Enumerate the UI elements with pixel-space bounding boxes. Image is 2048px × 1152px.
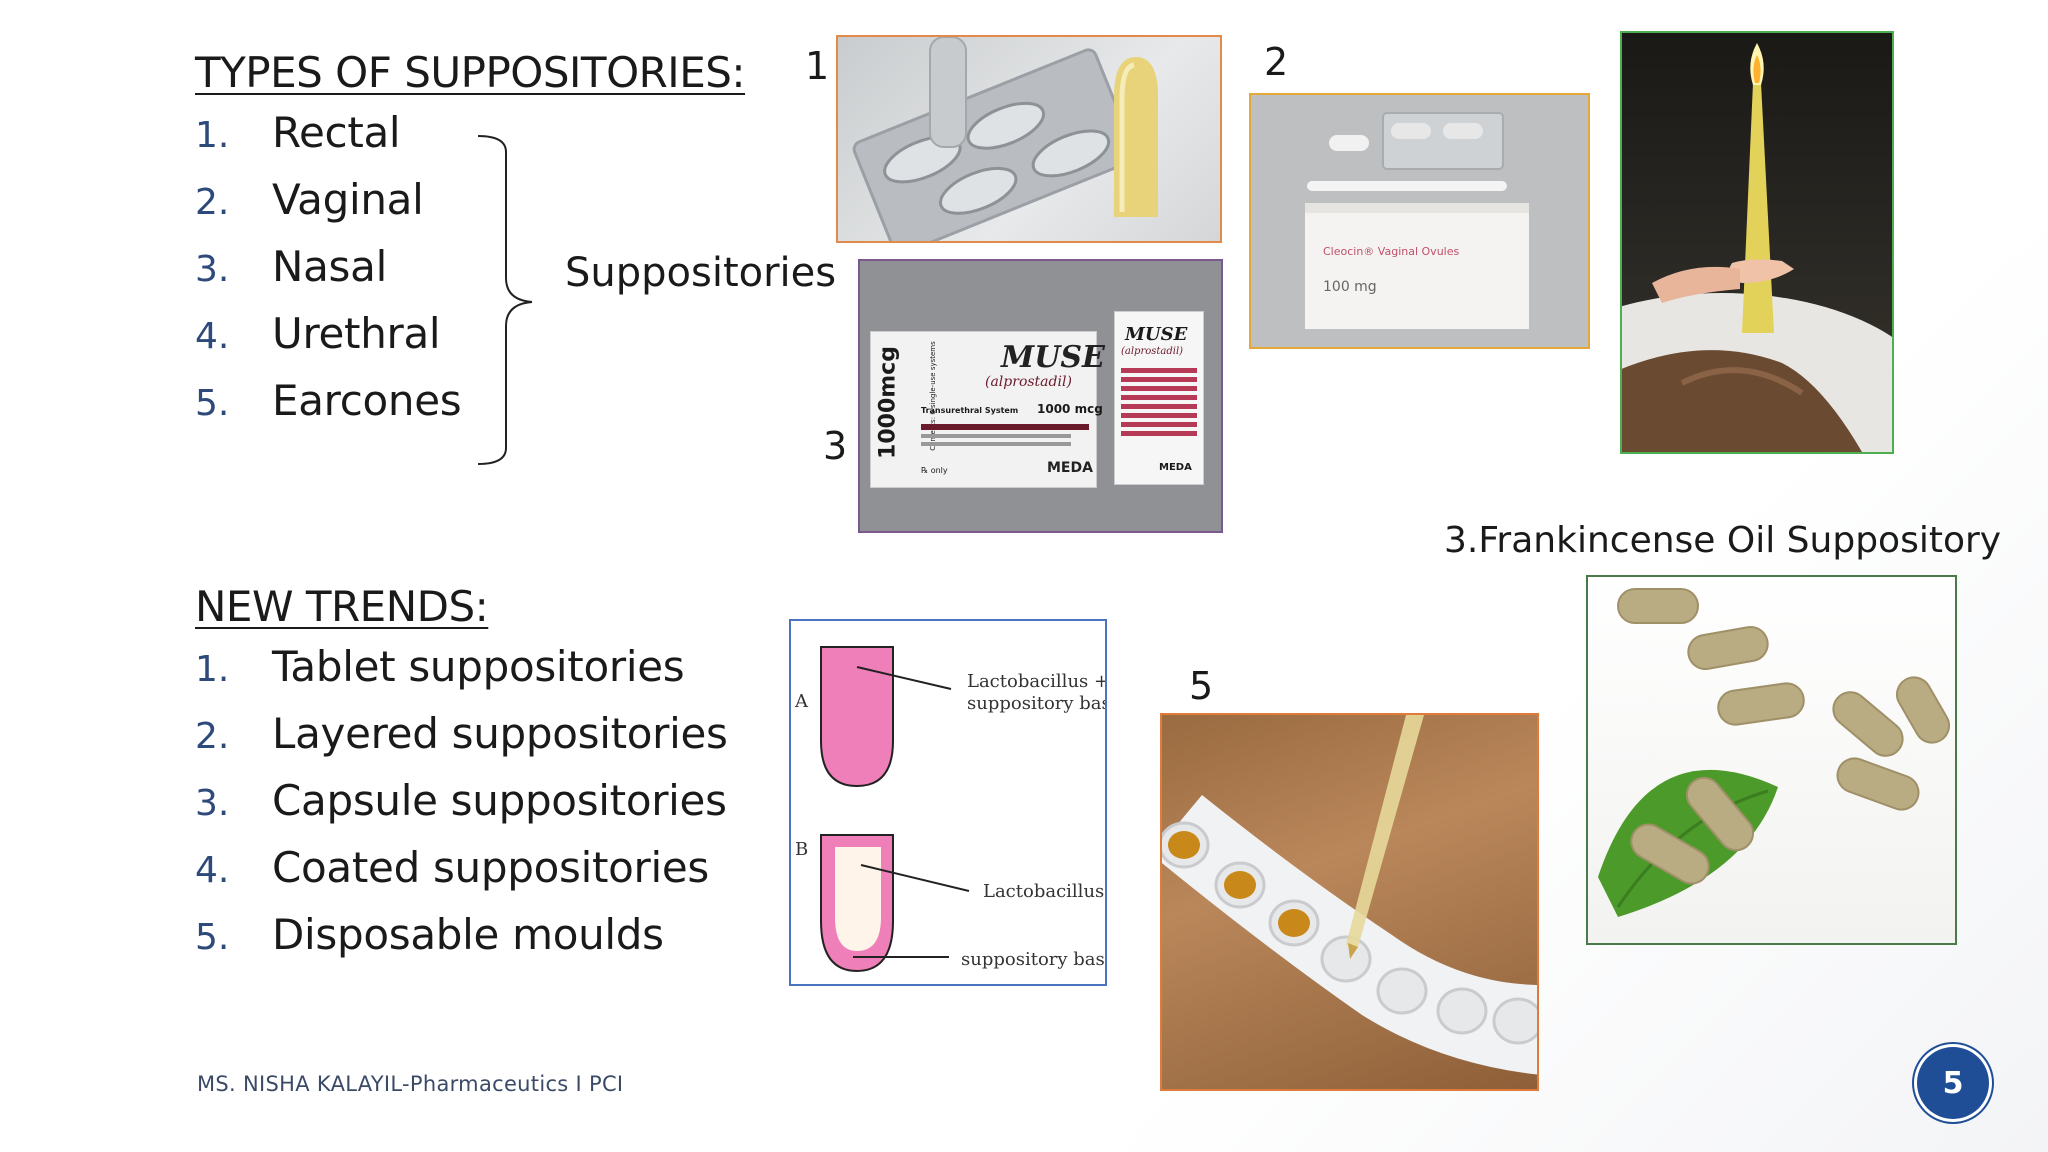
muse-box: 1000mcg Contents: 6 single-use systems M… [870,331,1105,488]
muse-pouch: MUSE (alprostadil) MEDA [1114,311,1204,485]
urethral-suppository-photo: 1000mcg Contents: 6 single-use systems M… [858,259,1223,533]
footer-author: MS. NISHA KALAYIL-Pharmaceutics I PCI [197,1072,624,1096]
frankincense-capsules-photo [1586,575,1957,945]
muse-maker: MEDA [1047,460,1093,476]
rectal-suppository-photo [836,35,1222,243]
image-2-number: 2 [1264,40,1289,84]
list-item: 3.Nasal [195,242,387,291]
diagram-label-b: B [795,839,808,860]
layered-suppository-diagram: A B Lactobacillus + suppository base Lac… [789,619,1107,986]
diagram-text-a1: Lactobacillus + [967,671,1105,692]
trends-list: 1.Tablet suppositories 2.Layered supposi… [195,642,728,977]
muse-generic: (alprostadil) [985,374,1072,390]
list-item: 3.Capsule suppositories [195,776,727,825]
list-item: 1.Rectal [195,108,401,157]
disposable-moulds-photo [1160,713,1539,1091]
ovule-dose-text: 100 mg [1323,279,1377,295]
list-item: 4.Coated suppositories [195,843,709,892]
page-number-badge: 5 [1917,1047,1989,1119]
list-item: 5.Disposable moulds [195,910,664,959]
muse-system: Transurethral System [921,406,1019,415]
list-item: 5.Earcones [195,376,462,425]
curly-brace [477,135,533,465]
image-3-number: 3 [823,424,848,468]
diagram-text-a2: suppository base [967,693,1105,714]
list-item: 2.Vaginal [195,175,424,224]
muse-big-dose: 1000mcg [875,346,901,459]
diagram-text-b1: Lactobacillus [983,881,1104,902]
ovule-brand-text: Cleocin® Vaginal Ovules [1323,245,1460,258]
moulds-number: 5 [1189,664,1214,708]
list-item: 2.Layered suppositories [195,709,728,758]
muse-rx: ℞ only [921,466,948,475]
frankincense-caption: 3.Frankincense Oil Suppository [1444,520,2002,561]
new-trends-heading: NEW TRENDS: [195,582,489,631]
types-list: 1.Rectal 2.Vaginal 3.Nasal 4.Urethral 5.… [195,108,462,443]
suppositories-label: Suppositories [565,250,837,296]
diagram-text-b2: suppository base [961,949,1105,970]
muse-dose: 1000 mcg [1037,402,1103,416]
list-item: 1.Tablet suppositories [195,642,685,691]
list-item: 4.Urethral [195,309,441,358]
types-heading: TYPES OF SUPPOSITORIES: [195,48,746,97]
muse-brand: MUSE [1001,340,1105,375]
vaginal-ovules-photo: Cleocin® Vaginal Ovules 100 mg [1249,93,1590,349]
image-1-number: 1 [805,44,830,88]
diagram-label-a: A [794,691,809,712]
earcone-photo [1620,31,1894,454]
